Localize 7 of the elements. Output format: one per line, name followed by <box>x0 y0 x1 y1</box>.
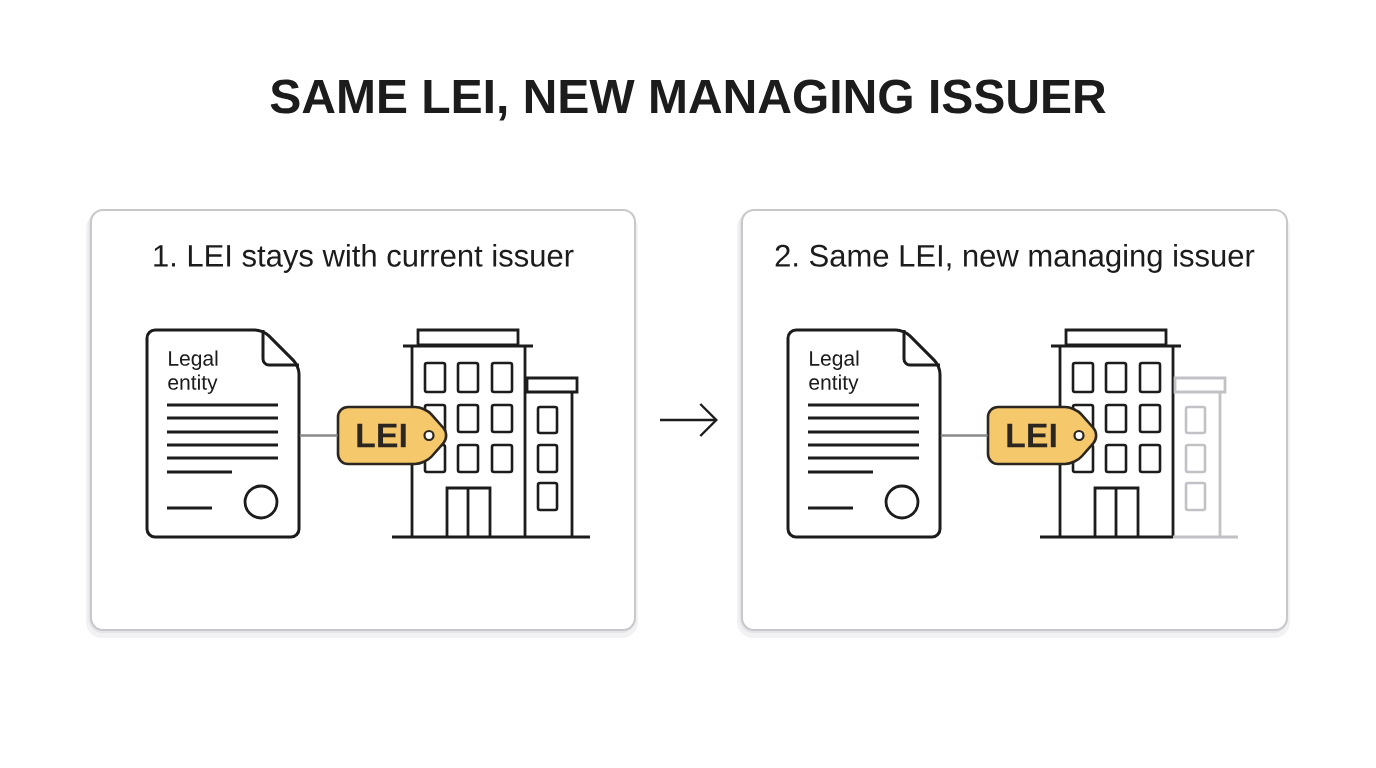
document: Legal entity <box>786 328 942 539</box>
connector-line <box>940 434 988 437</box>
document: Legal entity <box>145 328 301 539</box>
tag: LEI <box>336 405 448 466</box>
tag: LEI <box>986 405 1098 466</box>
title: SAME LEI, NEW MANAGING ISSUER <box>270 79 1106 121</box>
connector-line <box>299 434 338 437</box>
